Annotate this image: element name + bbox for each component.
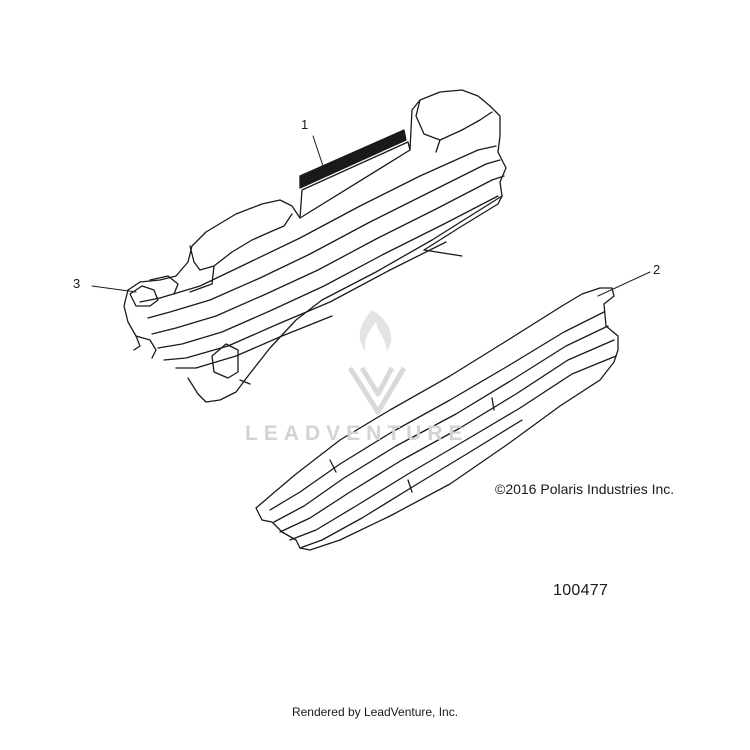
watermark-text: LEADVENTURE	[245, 422, 469, 445]
callout-2: 2	[653, 262, 661, 277]
part-2-component	[255, 271, 651, 551]
callout-1: 1	[301, 117, 309, 132]
part-1-assembly	[91, 89, 507, 403]
flame-v-logo-icon	[347, 310, 407, 415]
copyright-text: ©2016 Polaris Industries Inc.	[495, 481, 675, 497]
callout-3: 3	[73, 276, 81, 291]
figure-number: 100477	[553, 582, 609, 599]
footer-credit: Rendered by LeadVenture, Inc.	[291, 705, 459, 719]
